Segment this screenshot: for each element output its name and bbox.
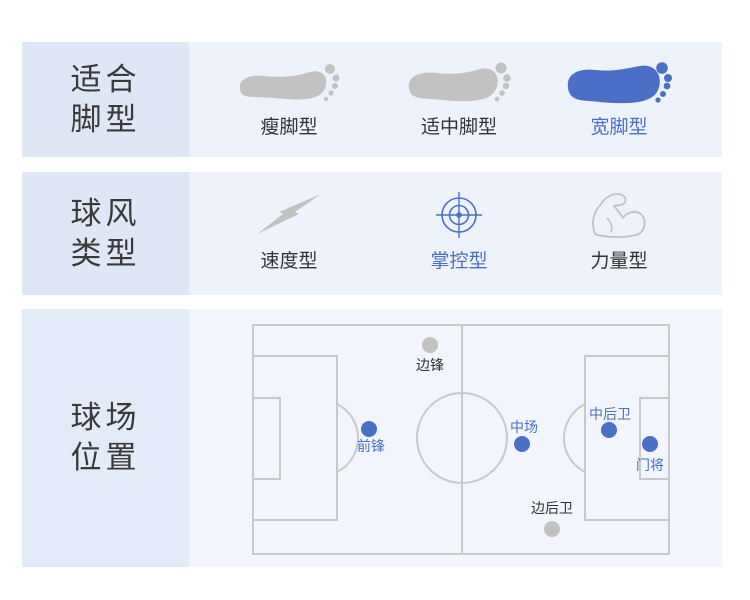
foot-option-narrow-label: 瘦脚型 — [260, 116, 318, 138]
style-option-speed-label: 速度型 — [260, 250, 318, 272]
positions-label: 球场位置 — [70, 400, 141, 476]
foot-type-options: 瘦脚型 适中脚型 宽脚型 — [189, 42, 722, 157]
foot-option-medium: 适中脚型 — [389, 62, 529, 139]
left-goal-box — [252, 397, 281, 480]
medium-foot-icon — [408, 62, 511, 102]
foot-type-row: 适合脚型 瘦脚型 适中脚型 — [22, 42, 722, 157]
foot-option-narrow: 瘦脚型 — [219, 62, 359, 139]
marker-fullback-dot — [544, 521, 560, 537]
right-penalty-box — [584, 355, 670, 521]
left-penalty-box — [252, 355, 338, 521]
bicep-icon — [592, 193, 646, 238]
narrow-foot-icon — [239, 64, 340, 102]
target-icon — [436, 192, 482, 238]
play-style-label: 球风类型 — [70, 195, 141, 272]
marker-centerback-dot — [601, 422, 617, 438]
style-option-control: 掌控型 — [389, 190, 529, 273]
marker-goalkeeper-dot — [642, 436, 658, 452]
foot-option-wide-label: 宽脚型 — [590, 116, 648, 138]
right-penalty-arc — [563, 403, 586, 473]
marker-midfield-dot — [514, 436, 530, 452]
style-option-power-label: 力量型 — [590, 250, 648, 272]
play-style-label-cell: 球风类型 — [22, 172, 189, 295]
marker-centerback-label: 中后卫 — [589, 407, 631, 423]
positions-label-cell: 球场位置 — [22, 309, 189, 567]
foot-type-label-cell: 适合脚型 — [22, 42, 189, 157]
left-penalty-arc — [336, 403, 359, 473]
marker-midfield-label: 中场 — [510, 420, 538, 436]
foot-option-wide: 宽脚型 — [549, 62, 689, 139]
right-goal-box — [639, 397, 670, 480]
marker-winger-label: 边锋 — [416, 358, 444, 374]
wide-foot-icon — [567, 62, 672, 104]
lightning-icon — [257, 194, 321, 234]
marker-forward-dot — [361, 421, 377, 437]
style-option-power: 力量型 — [549, 190, 689, 273]
marker-forward-label: 前锋 — [357, 438, 385, 455]
center-circle — [416, 392, 508, 484]
foot-type-label: 适合脚型 — [70, 61, 141, 138]
marker-goalkeeper-label: 门将 — [636, 458, 664, 474]
style-option-control-label: 掌控型 — [430, 250, 488, 272]
marker-winger-dot — [422, 337, 438, 353]
play-style-row: 球风类型 速度型 掌控型 力量型 — [22, 172, 722, 295]
positions-row: 球场位置 边锋 前锋 中场 中后卫 门将 边后卫 — [22, 309, 722, 567]
style-option-speed: 速度型 — [219, 190, 359, 273]
foot-option-medium-label: 适中脚型 — [420, 116, 497, 138]
marker-fullback-label: 边后卫 — [531, 501, 573, 517]
soccer-field: 边锋 前锋 中场 中后卫 门将 边后卫 — [252, 324, 670, 555]
play-style-options: 速度型 掌控型 力量型 — [189, 172, 722, 295]
